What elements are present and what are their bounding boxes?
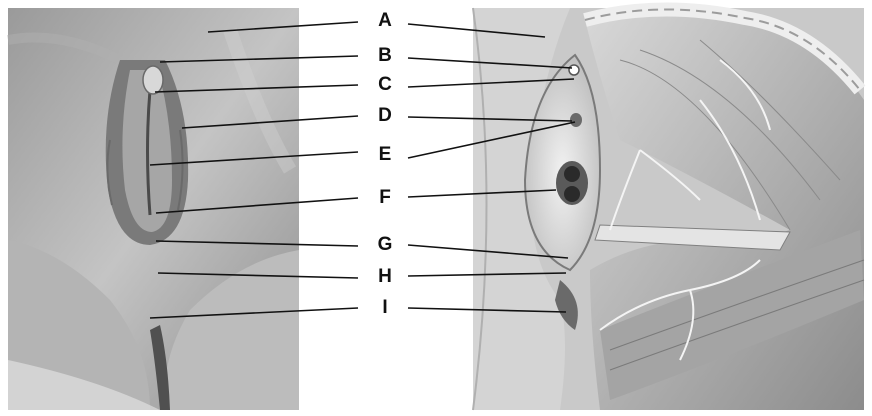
label-e: E	[365, 144, 405, 166]
label-b: B	[365, 45, 405, 67]
label-d: D	[365, 105, 405, 127]
label-f: F	[365, 187, 405, 209]
left-photo	[8, 8, 299, 410]
label-g: G	[365, 234, 405, 256]
right-illustration	[473, 8, 864, 410]
label-a: A	[365, 10, 405, 32]
label-i: I	[365, 297, 405, 319]
label-c: C	[365, 74, 405, 96]
label-h: H	[365, 266, 405, 288]
